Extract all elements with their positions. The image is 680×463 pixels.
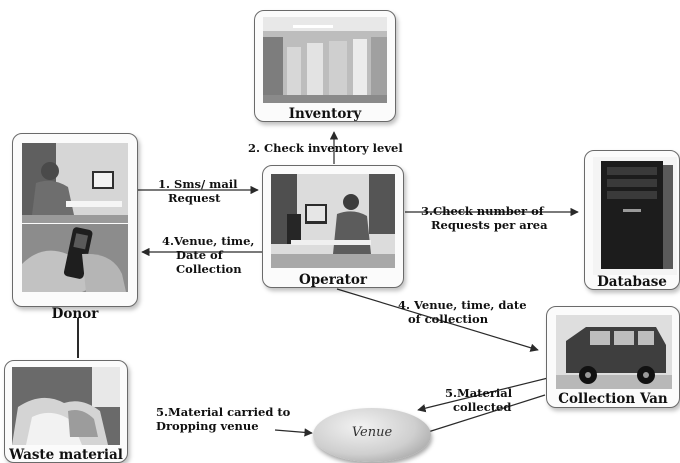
operator-photo	[271, 174, 395, 268]
donor-phone-photo	[22, 224, 128, 292]
material-collected-label: 5.Material collected	[445, 386, 513, 414]
venue-node: Venue	[313, 408, 431, 462]
donor-computer-photo	[22, 143, 128, 223]
database-node: Database	[584, 150, 680, 290]
sms-request-label: 1. Sms/ mail Request	[158, 177, 238, 205]
donor-label: Donor	[51, 306, 99, 322]
database-label: Database	[597, 274, 667, 290]
collection-van-label: Collection Van	[558, 391, 668, 407]
operator-label: Operator	[298, 272, 367, 288]
donor-node: Donor	[12, 133, 138, 322]
inventory-node: Inventory	[254, 10, 396, 122]
inventory-label: Inventory	[288, 106, 362, 122]
edge-van-to-venue	[427, 394, 546, 433]
venue-label: Venue	[351, 425, 393, 440]
inventory-photo	[263, 17, 387, 103]
collection-van-node: Collection Van	[546, 306, 680, 408]
waste-material-photo	[12, 367, 120, 445]
waste-material-label: Waste material	[9, 447, 123, 463]
check-requests-label: 3.Check number of Requests per area	[421, 204, 548, 232]
material-carried-label: 5.Material carried to Dropping venue	[156, 405, 291, 433]
operator-node: Operator	[262, 165, 404, 288]
edge-venue-to-van	[336, 288, 539, 352]
collection-van-photo	[556, 315, 672, 389]
venue-to-donor-label: 4.Venue, time, Date of Collection	[162, 234, 255, 276]
venue-to-van-label: 4. Venue, time, date of collection	[398, 298, 527, 326]
check-inventory-label: 2. Check inventory level	[248, 141, 403, 155]
waste-material-node: Waste material	[4, 360, 128, 463]
database-server-photo	[593, 157, 677, 275]
edge-material-carried	[274, 428, 313, 437]
edge-material-collected	[417, 377, 549, 413]
